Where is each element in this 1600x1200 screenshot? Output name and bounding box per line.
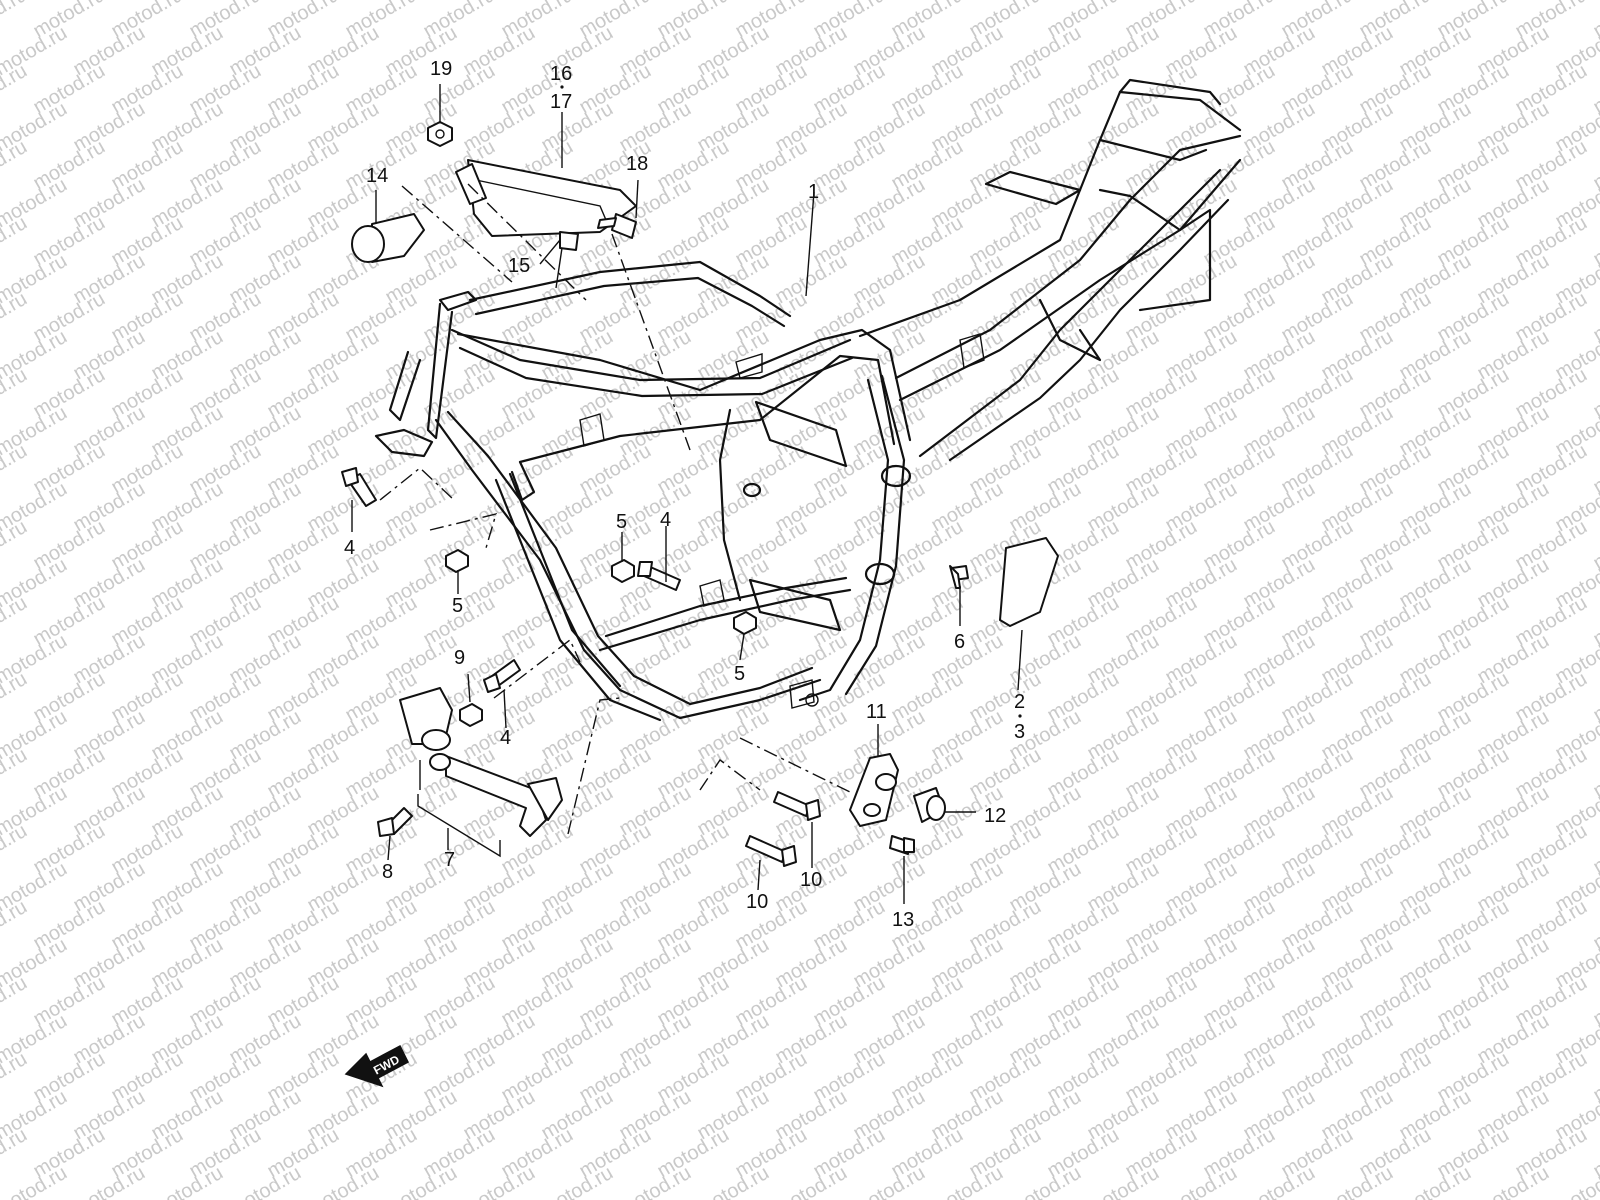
callout-5-left: 5 <box>452 595 463 617</box>
callout-2: 2 <box>1014 691 1025 713</box>
callout-dot <box>560 85 564 89</box>
watermark-text: motod.ru <box>0 744 31 803</box>
part-19-nut <box>427 121 453 147</box>
watermark-text: motod.ru <box>0 1124 31 1183</box>
callout-14: 14 <box>366 165 388 187</box>
watermark-text: motod.ru <box>0 820 31 879</box>
watermark-text: motod.ru <box>0 1048 31 1107</box>
callout-9: 9 <box>454 647 465 669</box>
callout-10-left: 10 <box>746 891 768 913</box>
part-5-nut-right <box>733 611 757 635</box>
watermark-text: motod.ru <box>0 440 31 499</box>
part-2-3-cover <box>999 537 1059 627</box>
part-9-nut <box>459 703 483 727</box>
part-5-nut-center <box>611 559 635 583</box>
watermark-text: motod.ru <box>0 288 31 347</box>
callout-4-center: 4 <box>660 509 671 531</box>
callout-12: 12 <box>984 805 1006 827</box>
watermark-text: motod.ru <box>1590 0 1600 42</box>
callout-6: 6 <box>954 631 965 653</box>
watermark-text: motod.ru <box>0 896 31 955</box>
callout-16: 16 <box>550 63 572 85</box>
watermark-text: motod.ru <box>0 972 31 1031</box>
callout-10-right: 10 <box>800 869 822 891</box>
watermark-text: motod.ru <box>0 0 31 42</box>
part-5-nut-left <box>445 549 469 573</box>
part-13-bolt <box>889 835 915 855</box>
watermark-text: motod.ru <box>0 516 31 575</box>
callout-18: 18 <box>626 153 648 175</box>
callout-5-center: 5 <box>616 511 627 533</box>
callout-dot <box>1018 714 1022 718</box>
callout-15: 15 <box>508 255 530 277</box>
callout-4-lower: 4 <box>500 727 511 749</box>
watermark-text: motod.ru <box>0 212 31 271</box>
callout-11: 11 <box>866 701 887 723</box>
callout-1: 1 <box>808 181 819 203</box>
callout-19: 19 <box>430 58 452 80</box>
watermark-text: motod.ru <box>0 668 31 727</box>
part-14-cap <box>351 213 425 263</box>
watermark-text: motod.ru <box>0 136 31 195</box>
callout-5-right: 5 <box>734 663 745 685</box>
callout-8: 8 <box>382 861 393 883</box>
watermark-text: motod.ru <box>0 60 31 119</box>
callout-3: 3 <box>1014 721 1025 743</box>
callout-4-left: 4 <box>344 537 355 559</box>
callout-7: 7 <box>444 849 455 871</box>
callout-17: 17 <box>550 91 572 113</box>
watermark-text: motod.ru <box>0 364 31 423</box>
watermark-text: motod.ru <box>0 592 31 651</box>
callout-13: 13 <box>892 909 914 931</box>
